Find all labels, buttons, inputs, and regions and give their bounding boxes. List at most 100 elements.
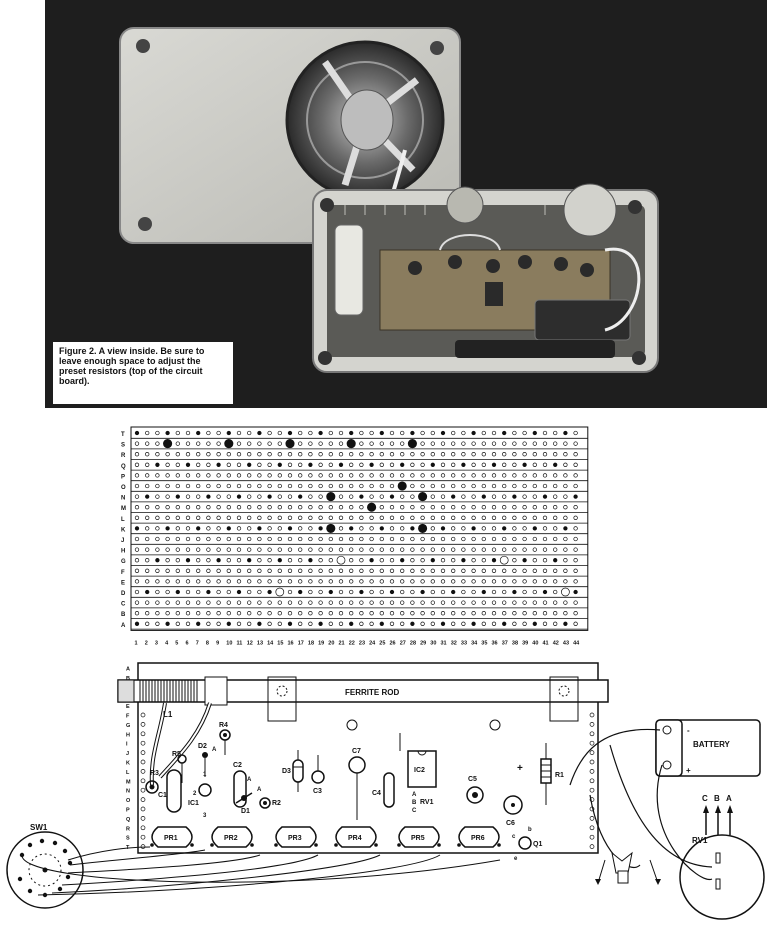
strip-hole <box>440 494 446 499</box>
ic2-chip <box>407 750 437 788</box>
strip-hole <box>502 600 507 605</box>
strip-hole <box>134 547 140 552</box>
strip-hole <box>236 483 242 489</box>
strip-hole <box>410 568 415 573</box>
strip-hole <box>502 536 507 542</box>
strip-hole <box>430 536 435 542</box>
strip-hole <box>257 526 262 531</box>
c6-polarity: + <box>517 763 523 774</box>
strip-hole <box>379 473 384 478</box>
strip-hole <box>481 462 486 467</box>
stripboard-row-label: C <box>121 602 126 608</box>
strip-hole <box>502 621 507 626</box>
strip-hole <box>451 473 456 478</box>
strip-hole <box>155 515 160 520</box>
strip-hole <box>206 483 211 489</box>
strip-hole <box>145 579 150 584</box>
layout-row-label: M <box>126 779 131 785</box>
strip-hole <box>145 558 150 563</box>
strip-hole <box>440 547 446 552</box>
strip-hole <box>298 600 303 605</box>
strip-hole <box>542 568 548 573</box>
strip-hole <box>471 462 476 467</box>
stripboard-column-number: 4 <box>165 640 169 646</box>
strip-hole <box>410 579 415 584</box>
strip-hole <box>553 579 558 584</box>
strip-hole <box>461 515 466 520</box>
strip-hole <box>420 558 425 563</box>
strip-hole <box>318 515 323 520</box>
c3-capacitor <box>311 770 325 784</box>
strip-hole <box>491 473 497 478</box>
strip-hole <box>389 568 395 573</box>
strip-hole <box>257 589 262 595</box>
strip-hole <box>267 611 272 616</box>
strip-hole <box>471 441 476 446</box>
strip-hole <box>481 505 486 510</box>
strip-hole <box>420 441 425 446</box>
strip-hole <box>206 536 211 542</box>
strip-hole <box>440 526 446 531</box>
strip-hole <box>359 430 364 436</box>
strip-hole <box>512 430 517 436</box>
strip-hole <box>318 600 323 605</box>
strip-hole <box>308 611 313 616</box>
strip-hole <box>185 611 191 616</box>
strip-hole <box>257 473 262 478</box>
strip-hole <box>287 526 293 531</box>
strip-hole <box>236 462 242 467</box>
strip-hole <box>542 589 548 595</box>
strip-hole <box>522 473 527 478</box>
strip-hole <box>145 536 150 542</box>
q1-transistor <box>518 836 532 850</box>
mounting-hole <box>489 719 501 731</box>
strip-hole <box>563 568 568 573</box>
strip-hole <box>573 430 578 436</box>
strip-hole <box>451 621 456 626</box>
strip-hole <box>461 430 466 436</box>
strip-hole <box>175 441 180 446</box>
strip-hole <box>440 568 446 573</box>
strip-hole <box>196 430 201 436</box>
label-c1: C1 <box>158 792 167 799</box>
strip-hole <box>257 430 262 436</box>
strip-hole <box>165 589 170 595</box>
strip-hole <box>308 483 313 489</box>
strip-hole <box>359 473 364 478</box>
strip-hole <box>400 611 405 616</box>
strip-hole <box>287 621 293 626</box>
strip-hole <box>389 536 395 542</box>
strip-hole <box>155 568 160 573</box>
strip-cut <box>326 523 336 533</box>
strip-hole <box>155 611 160 616</box>
strip-hole <box>257 611 262 616</box>
strip-hole <box>308 505 313 510</box>
layout-row-label: S <box>126 836 130 842</box>
strip-hole <box>532 526 537 531</box>
strip-hole <box>287 515 293 520</box>
strip-hole <box>298 526 303 531</box>
strip-hole <box>420 430 425 436</box>
stripboard-row-label: F <box>121 570 125 576</box>
strip-hole <box>410 452 415 457</box>
strip-cut <box>397 481 407 491</box>
strip-hole <box>563 611 568 616</box>
strip-hole <box>461 589 466 595</box>
battery-label: BATTERY <box>693 740 731 749</box>
strip-hole <box>522 589 527 595</box>
strip-hole <box>491 494 497 499</box>
strip-hole <box>573 558 578 563</box>
strip-hole <box>308 430 313 436</box>
stripboard-column-number: 44 <box>573 640 580 646</box>
strip-hole <box>267 494 272 499</box>
strip-hole <box>430 430 435 436</box>
strip-hole <box>155 462 160 467</box>
strip-hole <box>247 515 252 520</box>
edge-pad <box>140 787 146 793</box>
strip-hole <box>553 515 558 520</box>
strip-hole <box>267 579 272 584</box>
strip-hole <box>553 558 558 563</box>
strip-hole <box>553 526 558 531</box>
stripboard-row-label: T <box>121 432 125 438</box>
preset-pr2: PR2 <box>210 826 254 848</box>
